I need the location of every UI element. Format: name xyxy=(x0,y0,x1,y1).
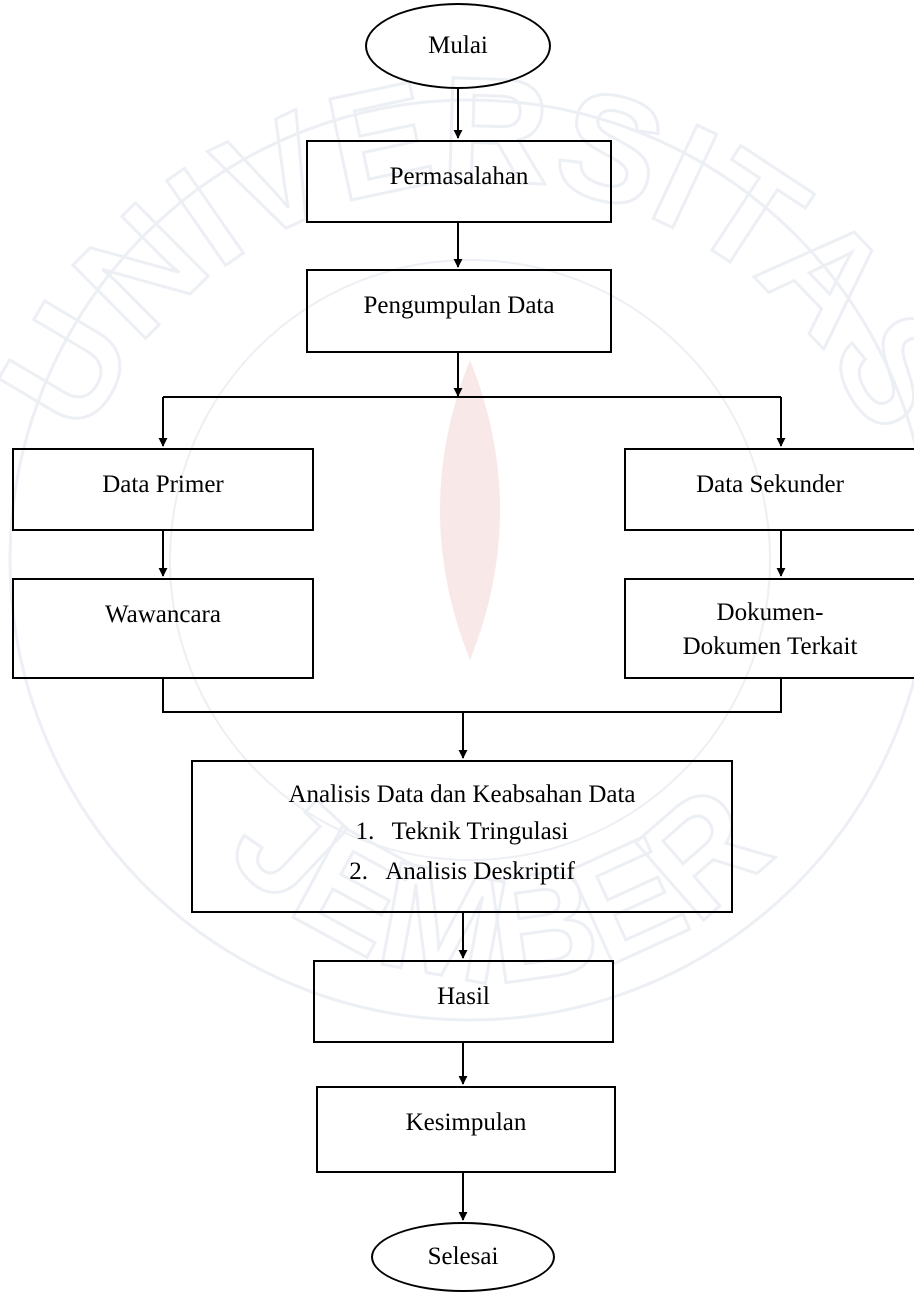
conclusion-box: Kesimpulan xyxy=(316,1086,616,1173)
result-box: Hasil xyxy=(313,960,614,1043)
data-collection-box: Pengumpulan Data xyxy=(306,269,612,353)
primary-data-box: Data Primer xyxy=(12,448,314,531)
problem-box: Permasalahan xyxy=(306,140,612,223)
analysis-title: Analisis Data dan Keabsahan Data xyxy=(288,781,636,808)
documents-label-line1: Dokumen- xyxy=(716,599,824,626)
start-label: Mulai xyxy=(428,32,488,59)
documents-label-line2: Dokumen Terkait xyxy=(682,633,858,660)
conclusion-label: Kesimpulan xyxy=(405,1109,527,1136)
interview-box: Wawancara xyxy=(12,578,314,679)
analysis-item-number: 2. xyxy=(349,858,368,885)
problem-label: Permasalahan xyxy=(389,163,529,190)
analysis-list: 1. Teknik Tringulasi 2. Analisis Deskripti… xyxy=(193,812,731,892)
analysis-item-number: 1. xyxy=(355,818,375,845)
analysis-item: 2. Analisis Deskriptif xyxy=(193,852,731,892)
result-label: Hasil xyxy=(437,983,490,1010)
analysis-box: Analisis Data dan Keabsahan Data 1. Tekni… xyxy=(191,760,733,913)
end-terminal: Selesai xyxy=(371,1222,555,1292)
data-collection-label: Pengumpulan Data xyxy=(363,292,555,319)
end-label: Selesai xyxy=(427,1243,499,1270)
secondary-data-box: Data Sekunder xyxy=(624,448,914,531)
start-terminal: Mulai xyxy=(365,3,551,89)
line-merge xyxy=(162,678,782,713)
analysis-item-text: Analisis Deskriptif xyxy=(385,858,575,885)
interview-label: Wawancara xyxy=(105,601,221,628)
secondary-data-label: Data Sekunder xyxy=(696,471,844,498)
primary-data-label: Data Primer xyxy=(102,471,224,498)
documents-box: Dokumen- Dokumen Terkait xyxy=(624,578,914,679)
analysis-item: 1. Teknik Tringulasi xyxy=(193,812,731,852)
analysis-item-text: Teknik Tringulasi xyxy=(391,818,569,845)
